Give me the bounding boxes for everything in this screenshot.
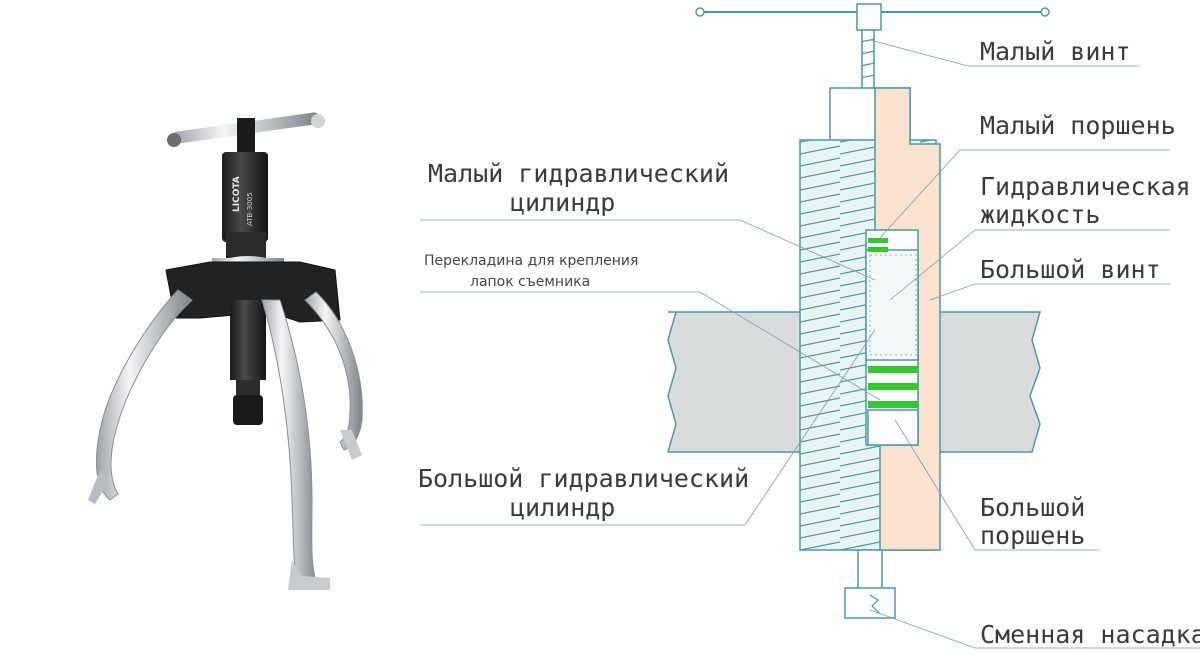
leader-tip xyxy=(869,609,1200,649)
small-piston-seal-1 xyxy=(868,238,888,243)
label-big-screw: Большой винт xyxy=(980,255,1161,284)
big-piston-seal-3 xyxy=(868,401,918,408)
hydraulic-fluid xyxy=(869,254,917,356)
leader-fluid xyxy=(889,229,1170,301)
label-fluid-line1: Гидравлическая xyxy=(980,172,1191,201)
label-big-cylinder-line1: Большой гидравлический xyxy=(418,464,750,493)
label-small-piston: Малый поршень xyxy=(980,111,1176,140)
label-big-cylinder-line2: цилиндр xyxy=(510,493,616,522)
t-handle-post xyxy=(237,118,255,158)
label-crossbar-line2: лапок съемника xyxy=(470,274,591,290)
label-small-cylinder-line1: Малый гидравлический xyxy=(428,159,730,188)
leg-left xyxy=(95,289,193,501)
leader-big-cylinder xyxy=(420,329,876,526)
brand-label: LICOTA xyxy=(232,176,242,212)
label-small-cylinder-line2: цилиндр xyxy=(510,188,616,217)
lower-rod xyxy=(857,549,883,591)
label-crossbar-line1: Перекладина для крепления xyxy=(424,253,639,269)
diagram-big-piston xyxy=(867,409,919,446)
leg-right xyxy=(304,291,363,451)
leader-small-cylinder xyxy=(420,219,876,281)
diagram-replaceable-tip xyxy=(844,587,896,619)
label-fluid-line2: жидкость xyxy=(980,200,1101,229)
label-big-piston-line1: Большой xyxy=(980,493,1086,522)
leader-small-piston xyxy=(877,149,1170,241)
small-piston-seal-2 xyxy=(868,247,888,252)
big-piston-seal-1 xyxy=(868,366,918,373)
leg-center xyxy=(261,299,319,587)
puller-photo xyxy=(88,112,363,590)
model-label: ATB-3005 xyxy=(246,192,254,226)
small-cylinder-body xyxy=(222,152,268,242)
label-big-piston-line2: поршень xyxy=(980,521,1086,550)
label-small-screw: Малый винт xyxy=(980,37,1131,66)
crossbar xyxy=(165,261,341,323)
leader-big-piston xyxy=(894,419,1100,551)
leader-big-screw xyxy=(929,283,1170,301)
leader-lines xyxy=(420,39,1200,649)
label-replaceable-tip: Сменная насадка xyxy=(980,620,1200,649)
big-piston-seal-2 xyxy=(868,383,918,390)
lower-cylinder xyxy=(230,300,266,380)
leader-small-screw xyxy=(869,39,1140,67)
cross-section xyxy=(667,3,1050,619)
leader-crossbar xyxy=(420,291,881,401)
